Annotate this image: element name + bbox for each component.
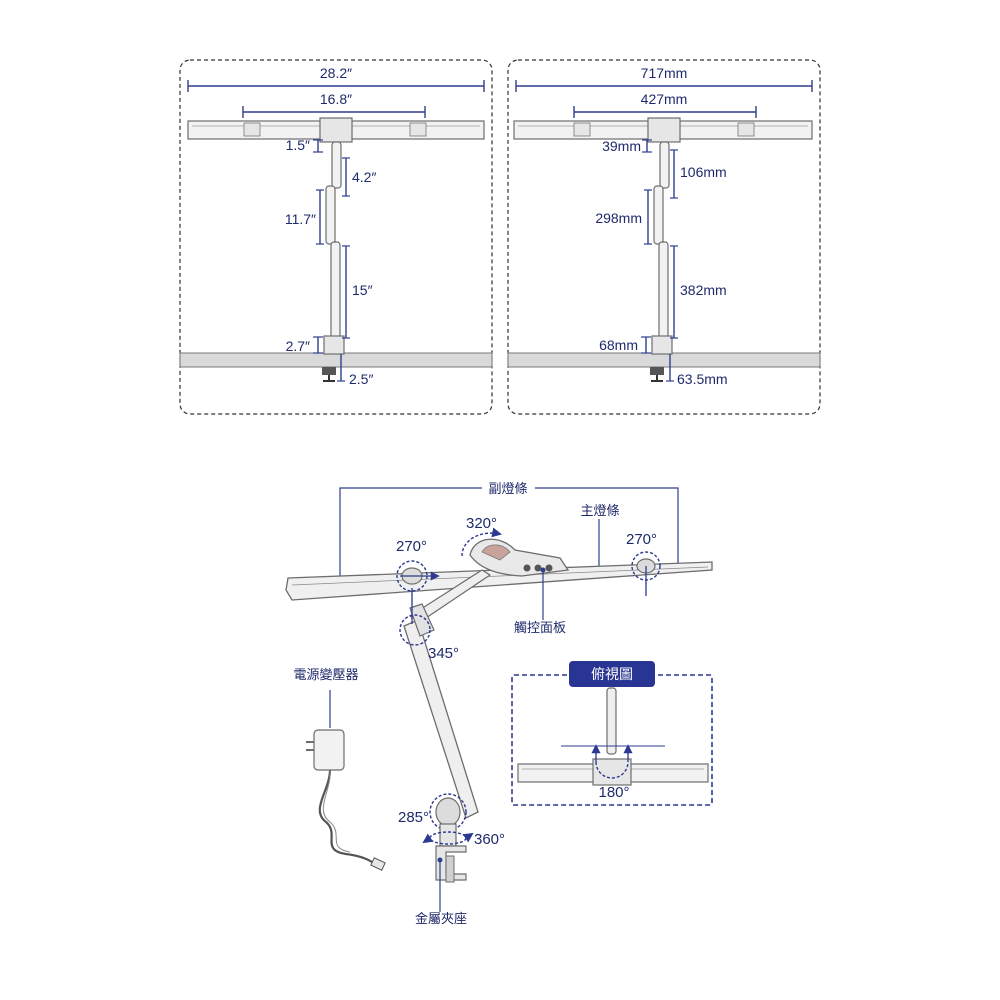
base-block [323, 335, 345, 355]
clamp [322, 367, 336, 375]
power-adapter-label: 電源變壓器 [293, 667, 358, 682]
top-view-hub [592, 758, 632, 786]
base-joint [435, 797, 461, 827]
middle-arm-label: 11.7″ [285, 211, 316, 227]
base-tilt-ring [429, 793, 467, 831]
lower-arm [330, 241, 341, 339]
power-cable [318, 769, 379, 867]
top-view-badge [569, 661, 655, 687]
right-joint-angle: 270° [626, 531, 657, 548]
top-view-title: 俯視圖 [591, 666, 633, 682]
power-plug [370, 857, 386, 871]
base-block [651, 335, 673, 355]
base-tilt-angle: 285° [398, 809, 429, 826]
elbow-angle: 345° [428, 645, 459, 662]
clamp-screw [445, 855, 455, 883]
upper-arm-label: 106mm [680, 164, 727, 180]
clamp-label: 金屬夾座 [415, 911, 467, 926]
lower-arm-label: 15″ [352, 282, 373, 298]
top-view-arm [606, 687, 617, 755]
total-width-label: 717mm [641, 65, 688, 81]
top-view-angle: 180° [598, 784, 629, 801]
top-gap-label: 1.5″ [286, 137, 310, 153]
elbow-rotation-ring [399, 614, 431, 646]
power-adapter [313, 729, 345, 771]
main-bar-width-label: 427mm [641, 91, 688, 107]
elbow-joint [409, 603, 435, 637]
head-angle: 320° [466, 515, 497, 532]
middle-arm [653, 185, 664, 245]
metric-dimension-panel: 717mm 427mm 39mm 106mm 298mm 382mm [507, 59, 821, 415]
clamp [650, 367, 664, 375]
left-joint-angle: 270° [396, 538, 427, 555]
main-bar-label: 主燈條 [580, 503, 619, 518]
touch-panel-label: 觸控面板 [514, 620, 566, 635]
upper-arm [331, 141, 342, 189]
upper-arm [659, 141, 670, 189]
top-view-swing-arc [595, 761, 629, 779]
head-hub [319, 117, 353, 143]
middle-arm [325, 185, 336, 245]
clamp-depth-label: 2.5″ [349, 371, 373, 387]
base-height-label: 2.7″ [286, 338, 310, 354]
base-column [439, 823, 457, 847]
secondary-bar-label: 副燈條 [488, 481, 527, 496]
head-hub [647, 117, 681, 143]
head-rotation-arc [461, 527, 502, 557]
main-bar-width-label: 16.8″ [320, 91, 352, 107]
base-swivel-angle: 360° [474, 831, 505, 848]
base-height-label: 68mm [599, 337, 638, 353]
lower-arm [658, 241, 669, 339]
total-width-label: 28.2″ [320, 65, 352, 81]
desk-surface [179, 352, 493, 368]
top-gap-label: 39mm [602, 138, 641, 154]
lower-arm-label: 382mm [680, 282, 727, 298]
upper-arm-label: 4.2″ [352, 169, 376, 185]
imperial-dimension-panel: 28.2″ 16.8″ 1.5″ 4.2″ 11.7″ [179, 59, 493, 415]
secondary-bar-leader [339, 487, 482, 586]
clamp-depth-label: 63.5mm [677, 371, 728, 387]
main-arm [403, 619, 479, 819]
parts-rotation-diagram: 副燈條 主燈條 觸控面板 270° 320° 270° [285, 481, 713, 926]
middle-arm-label: 298mm [595, 210, 642, 226]
desk-surface [507, 352, 821, 368]
